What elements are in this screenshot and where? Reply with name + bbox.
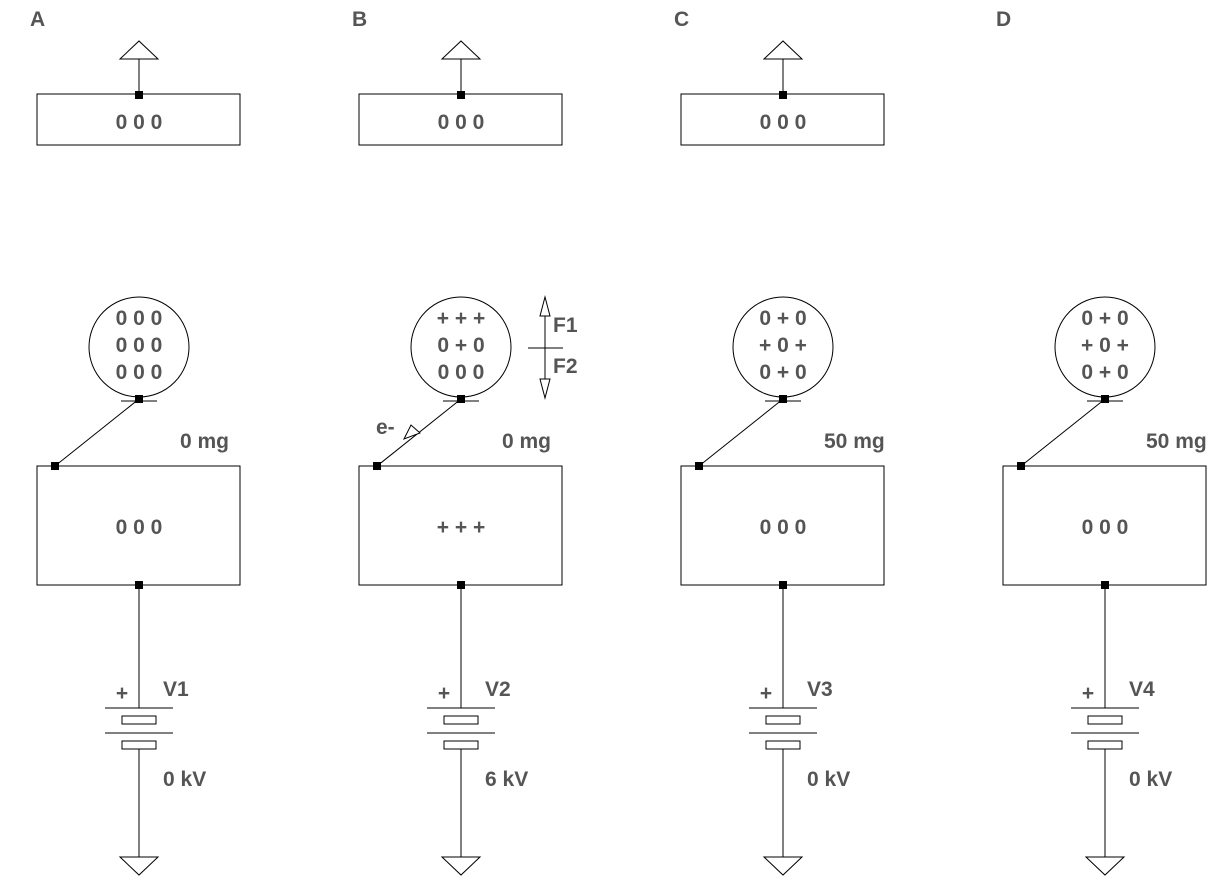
force-down-arrow-icon (539, 378, 551, 400)
panel-c: C 0 0 0 0 + 0 + 0 + 0 + 0 50 mg 0 0 0 + V3 0 kV (674, 8, 885, 876)
plate-charges: 0 0 0 (760, 516, 807, 539)
positive-terminal-label: + (438, 682, 450, 705)
top-plate-charges: 0 0 0 (116, 111, 163, 134)
sphere-charge-row: 0 + 0 (437, 334, 484, 357)
top-plate-charges: 0 0 0 (760, 111, 807, 134)
sphere-charge-row: + + + (437, 307, 485, 330)
panel-d: D 0 + 0 + 0 + 0 + 0 50 mg 0 0 0 + V4 0 kV (996, 8, 1207, 876)
positive-terminal-label: + (760, 682, 772, 705)
sphere-charge-row: + 0 + (1081, 334, 1129, 357)
node-terminal (135, 91, 143, 99)
battery-cell (121, 740, 157, 750)
node-terminal (51, 462, 59, 470)
sphere-charge-row: 0 + 0 (1081, 307, 1128, 330)
battery-cell (1087, 715, 1123, 725)
top-plate-charges: 0 0 0 (438, 111, 485, 134)
sphere-charge-row: 0 + 0 (759, 307, 806, 330)
plate-charges: 0 0 0 (116, 516, 163, 539)
battery-cell (765, 740, 801, 750)
battery-cell (443, 740, 479, 750)
mass-label: 0 mg (180, 430, 229, 453)
top-arrow-terminal-icon (118, 40, 160, 60)
panel-b: B 0 0 0 + + + 0 + 0 0 0 0 0 mg + + + + V2 6 kV F1F… (352, 8, 578, 876)
node-terminal (373, 462, 381, 470)
ground-icon (762, 856, 804, 876)
sphere-charge-row: 0 0 0 (116, 334, 163, 357)
connecting-wire (54, 398, 140, 467)
positive-terminal-label: + (116, 682, 128, 705)
node-terminal (695, 462, 703, 470)
mass-label: 50 mg (1146, 430, 1207, 453)
node-terminal (779, 91, 787, 99)
ground-icon (440, 856, 482, 876)
sphere-charge-row: 0 0 0 (116, 307, 163, 330)
electron-flow-label: e- (376, 416, 395, 439)
positive-terminal-label: + (1082, 682, 1094, 705)
mass-label: 50 mg (824, 430, 885, 453)
panel-label: B (352, 8, 367, 31)
source-label: V4 (1129, 678, 1155, 701)
battery-cell (121, 715, 157, 725)
panel-label: A (30, 8, 45, 31)
ground-icon (1084, 856, 1126, 876)
panel-a: A 0 0 0 0 0 0 0 0 0 0 0 0 0 mg 0 0 0 + V1 0 kV (30, 8, 241, 876)
battery-cell (1087, 740, 1123, 750)
voltage-label: 6 kV (485, 768, 528, 791)
plate-charges: + + + (437, 516, 485, 539)
connecting-wire (698, 398, 784, 467)
source-label: V2 (485, 678, 511, 701)
node-terminal (457, 91, 465, 99)
sphere-charge-row: 0 + 0 (1081, 361, 1128, 384)
force-label-f1: F1 (553, 314, 578, 337)
electron-flow-arrow-icon (402, 424, 421, 440)
voltage-label: 0 kV (163, 768, 206, 791)
node-terminal (1017, 462, 1025, 470)
battery-cell (443, 715, 479, 725)
voltage-label: 0 kV (807, 768, 850, 791)
source-label: V1 (163, 678, 189, 701)
voltage-label: 0 kV (1129, 768, 1172, 791)
force-up-arrow-icon (539, 295, 551, 317)
source-label: V3 (807, 678, 833, 701)
top-arrow-terminal-icon (762, 40, 804, 60)
top-arrow-terminal-icon (440, 40, 482, 60)
sphere-charge-row: + 0 + (759, 334, 807, 357)
battery-cell (765, 715, 801, 725)
ground-icon (118, 856, 160, 876)
panel-label: D (996, 8, 1011, 31)
sphere-charge-row: 0 + 0 (759, 361, 806, 384)
plate-charges: 0 0 0 (1082, 516, 1129, 539)
connecting-wire (1020, 398, 1106, 467)
sphere-charge-row: 0 0 0 (438, 361, 485, 384)
sphere-charge-row: 0 0 0 (116, 361, 163, 384)
mass-label: 0 mg (502, 430, 551, 453)
force-label-f2: F2 (553, 355, 578, 378)
panel-label: C (674, 8, 689, 31)
